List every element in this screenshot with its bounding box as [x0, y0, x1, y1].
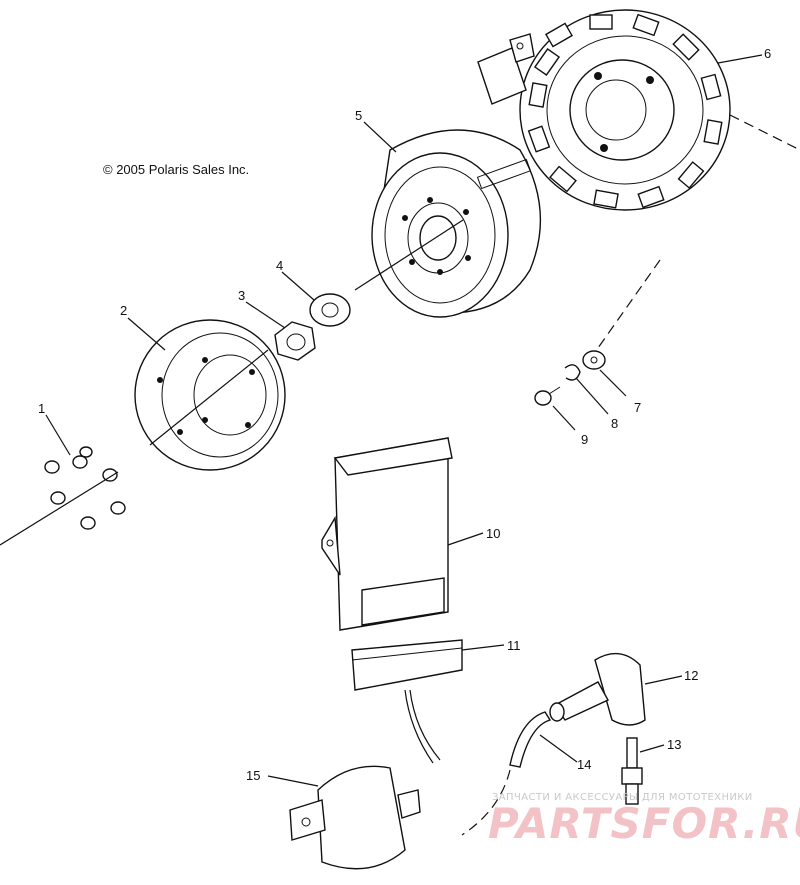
starter-cup	[134, 319, 286, 471]
cdi-box	[321, 437, 453, 631]
watermark-tagline: ЗАПЧАСТИ И АКСЕССУАРЫ ДЛЯ МОТОТЕХНИКИ	[492, 792, 753, 803]
copyright-text: © 2005 Polaris Sales Inc.	[103, 162, 249, 177]
stator-assembly	[477, 9, 731, 211]
watermark-brand: PARTSFOR.RU	[488, 799, 800, 848]
callout-10: 10	[486, 526, 500, 541]
callout-12: 12	[684, 668, 698, 683]
bolts-group	[44, 446, 126, 530]
callout-7: 7	[634, 400, 641, 415]
callout-5: 5	[355, 108, 362, 123]
plug-wire	[509, 711, 552, 768]
connector	[351, 639, 463, 764]
spark-plug	[621, 737, 643, 805]
callout-9: 9	[581, 432, 588, 447]
callout-6: 6	[764, 46, 771, 61]
nut	[274, 321, 316, 361]
leader-lines	[0, 54, 800, 836]
callout-14: 14	[577, 757, 591, 772]
callout-1: 1	[38, 401, 45, 416]
callouts: 5 4 3 2 1 6 7 8 9 10 11 12 13 14 15	[38, 46, 771, 783]
callout-2: 2	[120, 303, 127, 318]
spark-plug-cap	[549, 652, 646, 726]
lock-washer	[564, 364, 581, 381]
callout-3: 3	[238, 288, 245, 303]
callout-11: 11	[507, 638, 521, 653]
callout-15: 15	[246, 768, 260, 783]
screw	[534, 386, 561, 406]
watermark: ЗАПЧАСТИ И АКСЕССУАРЫ ДЛЯ МОТОТЕХНИКИ PA…	[488, 792, 800, 848]
callout-4: 4	[276, 258, 283, 273]
washer	[309, 293, 351, 327]
small-washer	[582, 350, 606, 370]
callout-8: 8	[611, 416, 618, 431]
flywheel	[371, 129, 542, 318]
ignition-coil	[289, 765, 421, 870]
callout-13: 13	[667, 737, 681, 752]
